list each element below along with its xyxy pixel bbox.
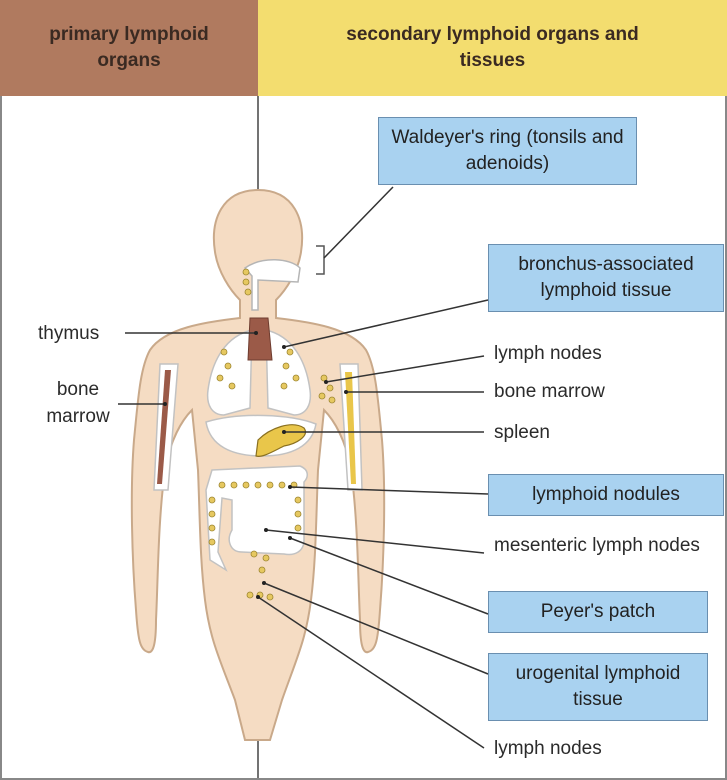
label-thymus: thymus (38, 320, 99, 347)
box-peyers-patch: Peyer's patch (488, 591, 708, 633)
label-lymph-nodes-lower: lymph nodes (494, 735, 602, 762)
label-lymph-nodes-upper: lymph nodes (494, 340, 602, 367)
thymus-organ (248, 318, 272, 360)
label-bone-marrow-left: bone marrow (36, 376, 120, 430)
label-bone-marrow-right: bone marrow (494, 378, 605, 405)
box-bronchus: bronchus-associated lymphoid tissue (488, 244, 724, 312)
waldeyer-bracket (316, 246, 324, 274)
box-urogenital: urogenital lymphoid tissue (488, 653, 708, 721)
box-lymphoid-nodules: lymphoid nodules (488, 474, 724, 516)
label-mesenteric: mesenteric lymph nodes (494, 532, 704, 559)
box-waldeyer: Waldeyer's ring (tonsils and adenoids) (378, 117, 637, 185)
label-spleen: spleen (494, 419, 550, 446)
